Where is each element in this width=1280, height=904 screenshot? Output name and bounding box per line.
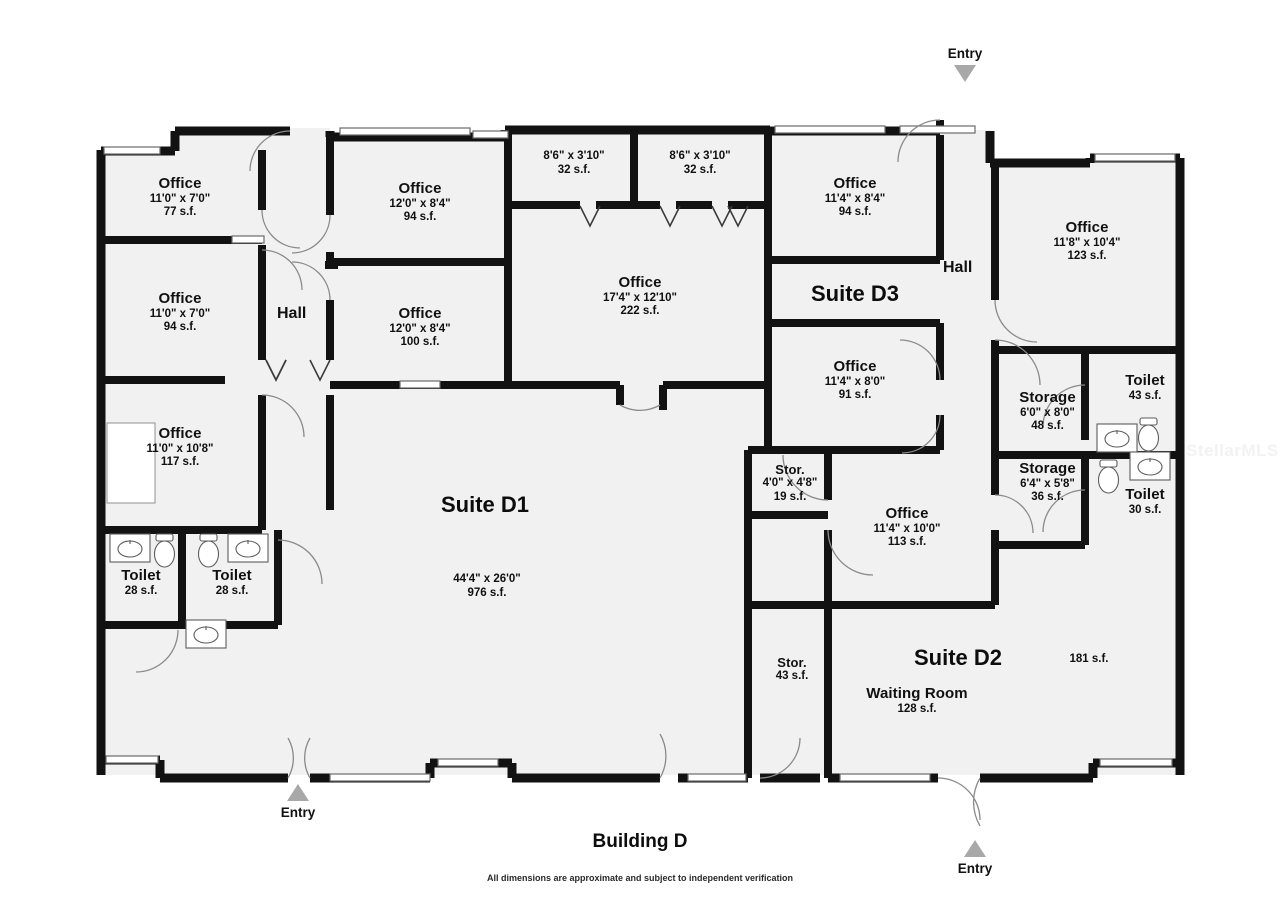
- hall-label-right: Hall: [943, 259, 973, 276]
- entry-top: Entry: [920, 46, 1010, 82]
- entry-label: Entry: [947, 46, 983, 61]
- entry-arrow-icon: [954, 65, 976, 82]
- suite-label-d3: Suite D3: [810, 281, 900, 306]
- suite-label-d2: Suite D2: [913, 645, 1003, 670]
- sink-icon: [1129, 451, 1171, 481]
- entry-bottom-left: Entry: [253, 784, 343, 820]
- floor-fill: [97, 128, 1180, 775]
- cabinet-icon: [106, 422, 156, 504]
- toilet-icon: [1097, 459, 1120, 494]
- entry-arrow-icon: [964, 840, 986, 857]
- entry-label: Entry: [280, 805, 316, 820]
- toilet-icon: [1137, 417, 1160, 452]
- disclaimer-text: All dimensions are approximate and subje…: [486, 873, 794, 883]
- toilet-icon: [153, 533, 176, 568]
- sink-icon: [185, 619, 227, 649]
- toilet-icon: [197, 533, 220, 568]
- suite-label-d1: Suite D1: [440, 492, 530, 517]
- hall-label-left: Hall: [277, 305, 307, 322]
- sink-icon: [227, 533, 269, 563]
- entry-label: Entry: [957, 861, 993, 876]
- sink-icon: [1096, 423, 1138, 453]
- sink-icon: [109, 533, 151, 563]
- page-title: Building D: [592, 831, 688, 852]
- walls: [96, 119, 1185, 827]
- entry-arrow-icon: [287, 784, 309, 801]
- plumbing-fixtures: [106, 417, 1171, 649]
- entry-bottom-right: Entry: [930, 840, 1020, 876]
- watermark: StellarMLS: [1186, 441, 1279, 460]
